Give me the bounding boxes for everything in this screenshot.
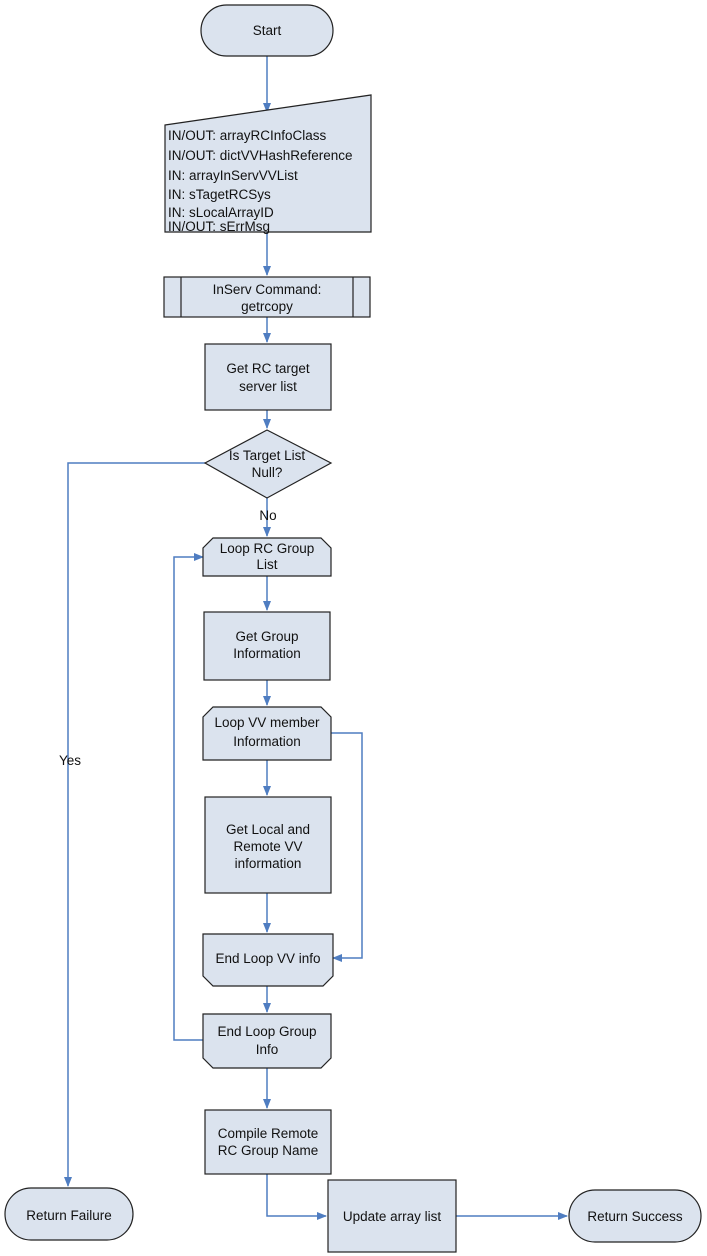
return-failure-label: Return Failure <box>26 1208 112 1223</box>
get-target-label: server list <box>239 379 297 394</box>
decision-node: Is Target List Null? <box>203 429 333 499</box>
return-success-label: Return Success <box>587 1209 683 1224</box>
decision-label: Null? <box>252 465 283 480</box>
loop-vv-node: Loop VV member Information <box>202 706 332 761</box>
loop-group-node: Loop RC Group List <box>202 537 332 577</box>
end-loop-vv-label: End Loop VV info <box>215 951 320 966</box>
edges <box>64 56 568 1220</box>
get-local-remote-label: information <box>235 856 302 871</box>
loop-vv-label: Loop VV member <box>214 715 320 730</box>
command-node: InServ Command: getrcopy <box>163 276 371 318</box>
decision-label: Is Target List <box>229 448 306 463</box>
edge-loopvv-skip <box>331 732 363 962</box>
compile-label: Compile Remote <box>218 1126 319 1141</box>
input-line: IN/OUT: dictVVHashReference <box>168 148 353 163</box>
edge-compile-to-update <box>266 1174 327 1220</box>
get-group-info-node: Get Group Information <box>203 611 331 681</box>
get-group-info-label: Information <box>233 646 301 661</box>
edge-endgroup-loopback <box>173 553 204 1041</box>
get-local-remote-label: Remote VV <box>233 839 302 854</box>
input-line: IN/OUT: arrayRCInfoClass <box>168 128 327 143</box>
end-loop-group-node: End Loop Group Info <box>202 1013 332 1069</box>
end-loop-group-label: End Loop Group <box>217 1024 316 1039</box>
update-node: Update array list <box>327 1179 457 1253</box>
input-line: IN: arrayInServVVList <box>168 168 298 183</box>
input-line: IN: sTagetRCSys <box>168 187 271 202</box>
compile-label: RC Group Name <box>218 1143 319 1158</box>
loop-group-label: Loop RC Group <box>220 541 315 556</box>
get-target-node: Get RC target server list <box>204 343 332 411</box>
inputs-node: IN/OUT: arrayRCInfoClass IN/OUT: dictVVH… <box>164 94 372 234</box>
end-loop-vv-node: End Loop VV info <box>202 933 334 987</box>
yes-label: Yes <box>59 753 81 768</box>
get-group-info-label: Get Group <box>235 629 298 644</box>
return-failure-node: Return Failure <box>4 1187 134 1241</box>
command-label: getrcopy <box>241 299 293 314</box>
no-label: No <box>259 508 276 523</box>
loop-vv-label: Information <box>233 734 301 749</box>
edge-decision-yes <box>64 462 205 1187</box>
get-local-remote-label: Get Local and <box>226 822 310 837</box>
get-target-label: Get RC target <box>226 361 310 376</box>
end-loop-group-label: Info <box>256 1042 279 1057</box>
get-local-remote-node: Get Local and Remote VV information <box>204 796 332 894</box>
input-line: IN/OUT: sErrMsg <box>168 219 270 234</box>
start-label: Start <box>253 23 282 38</box>
return-success-node: Return Success <box>568 1189 702 1243</box>
loop-group-label: List <box>256 557 277 572</box>
update-label: Update array list <box>343 1209 442 1224</box>
command-label: InServ Command: <box>213 282 322 297</box>
compile-node: Compile Remote RC Group Name <box>204 1109 332 1175</box>
start-node: Start <box>200 4 334 57</box>
input-line: IN: sLocalArrayID <box>168 205 274 220</box>
